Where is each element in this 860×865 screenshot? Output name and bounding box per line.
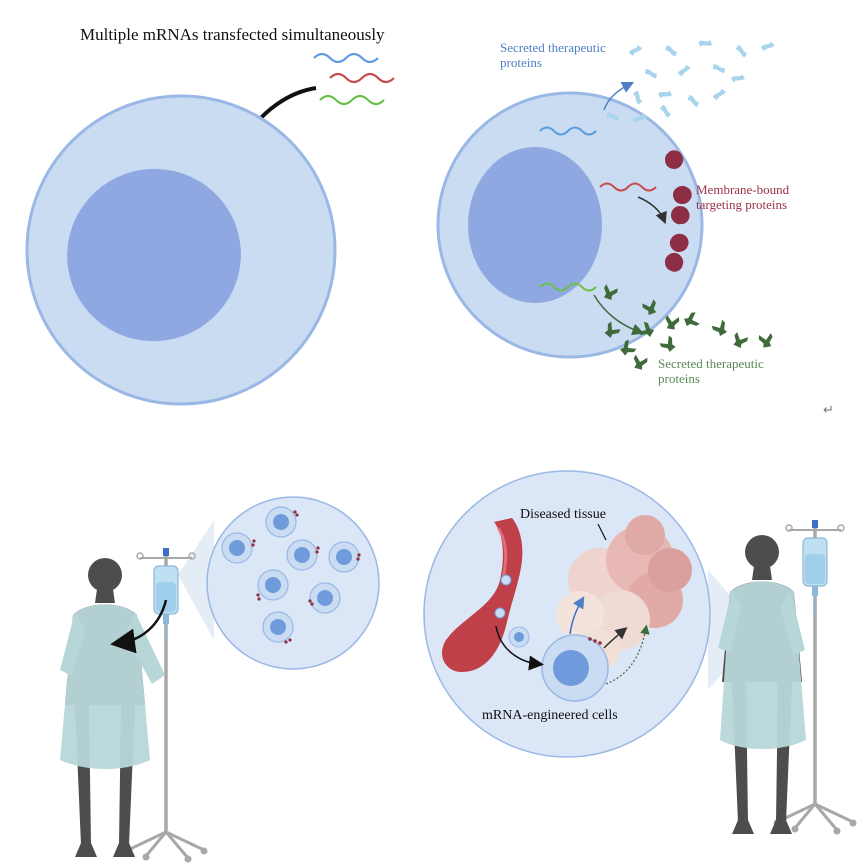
label-membrane-line2: targeting proteins <box>696 197 787 212</box>
panel-transfection: Multiple mRNAs transfected simultaneousl… <box>25 25 395 406</box>
label-secreted-top-line2: proteins <box>500 55 542 70</box>
engineered-cell-nucleus <box>553 650 589 686</box>
secretion-arrow-green <box>593 294 645 336</box>
engineered-cell-markers <box>251 510 361 644</box>
tissue-arrow-blue <box>569 596 585 635</box>
nucleus-expressing <box>468 147 602 303</box>
mrna-green-inner <box>539 282 597 292</box>
gown-sleeve-left-l <box>60 612 85 676</box>
engineered-cell-membrane-markers <box>588 637 602 645</box>
mrna-strands <box>313 52 395 106</box>
nucleus-large <box>67 168 241 342</box>
diseased-tissue-pointer <box>597 523 607 541</box>
label-engineered-cells: mRNA-engineered cells <box>482 708 618 723</box>
gown-sleeve-right-r <box>780 590 805 655</box>
panel-protein-expression: Secreted therapeutic proteins Membrane-b… <box>436 38 790 386</box>
transfection-title: Multiple mRNAs transfected simultaneousl… <box>80 25 385 44</box>
zoom-cone-left <box>178 520 214 640</box>
membrane-arrow <box>637 196 667 225</box>
label-diseased-tissue: Diseased tissue <box>520 507 606 522</box>
infusion-arrow <box>110 599 168 654</box>
label-secreted-bottom-line2: proteins <box>658 371 700 386</box>
secretion-arrow-blue <box>603 81 635 111</box>
vessel-cell-1 <box>500 574 512 586</box>
tissue-arrow-green <box>605 624 650 685</box>
vessel-cell-2 <box>494 607 506 619</box>
return-glyph: ↵ <box>823 403 834 418</box>
mrna-blue <box>313 52 379 64</box>
mrna-green <box>319 94 385 106</box>
gown-sleeve-right-l <box>718 590 742 652</box>
mrna-red-inner <box>599 182 657 192</box>
panel-infusion <box>60 496 380 865</box>
blood-vessel <box>441 518 523 672</box>
mrna-red <box>329 72 395 84</box>
homing-arrow <box>495 625 544 671</box>
label-membrane-line1: Membrane-bound <box>696 182 790 197</box>
mrna-blue-inner <box>539 126 597 136</box>
label-secreted-bottom-line1: Secreted therapeutic <box>658 356 764 371</box>
tissue-arrow-black <box>603 627 628 649</box>
panel-targeting: Diseased tissue mRNA-engineered cells <box>423 470 859 837</box>
label-secreted-top-line1: Secreted therapeutic <box>500 40 606 55</box>
